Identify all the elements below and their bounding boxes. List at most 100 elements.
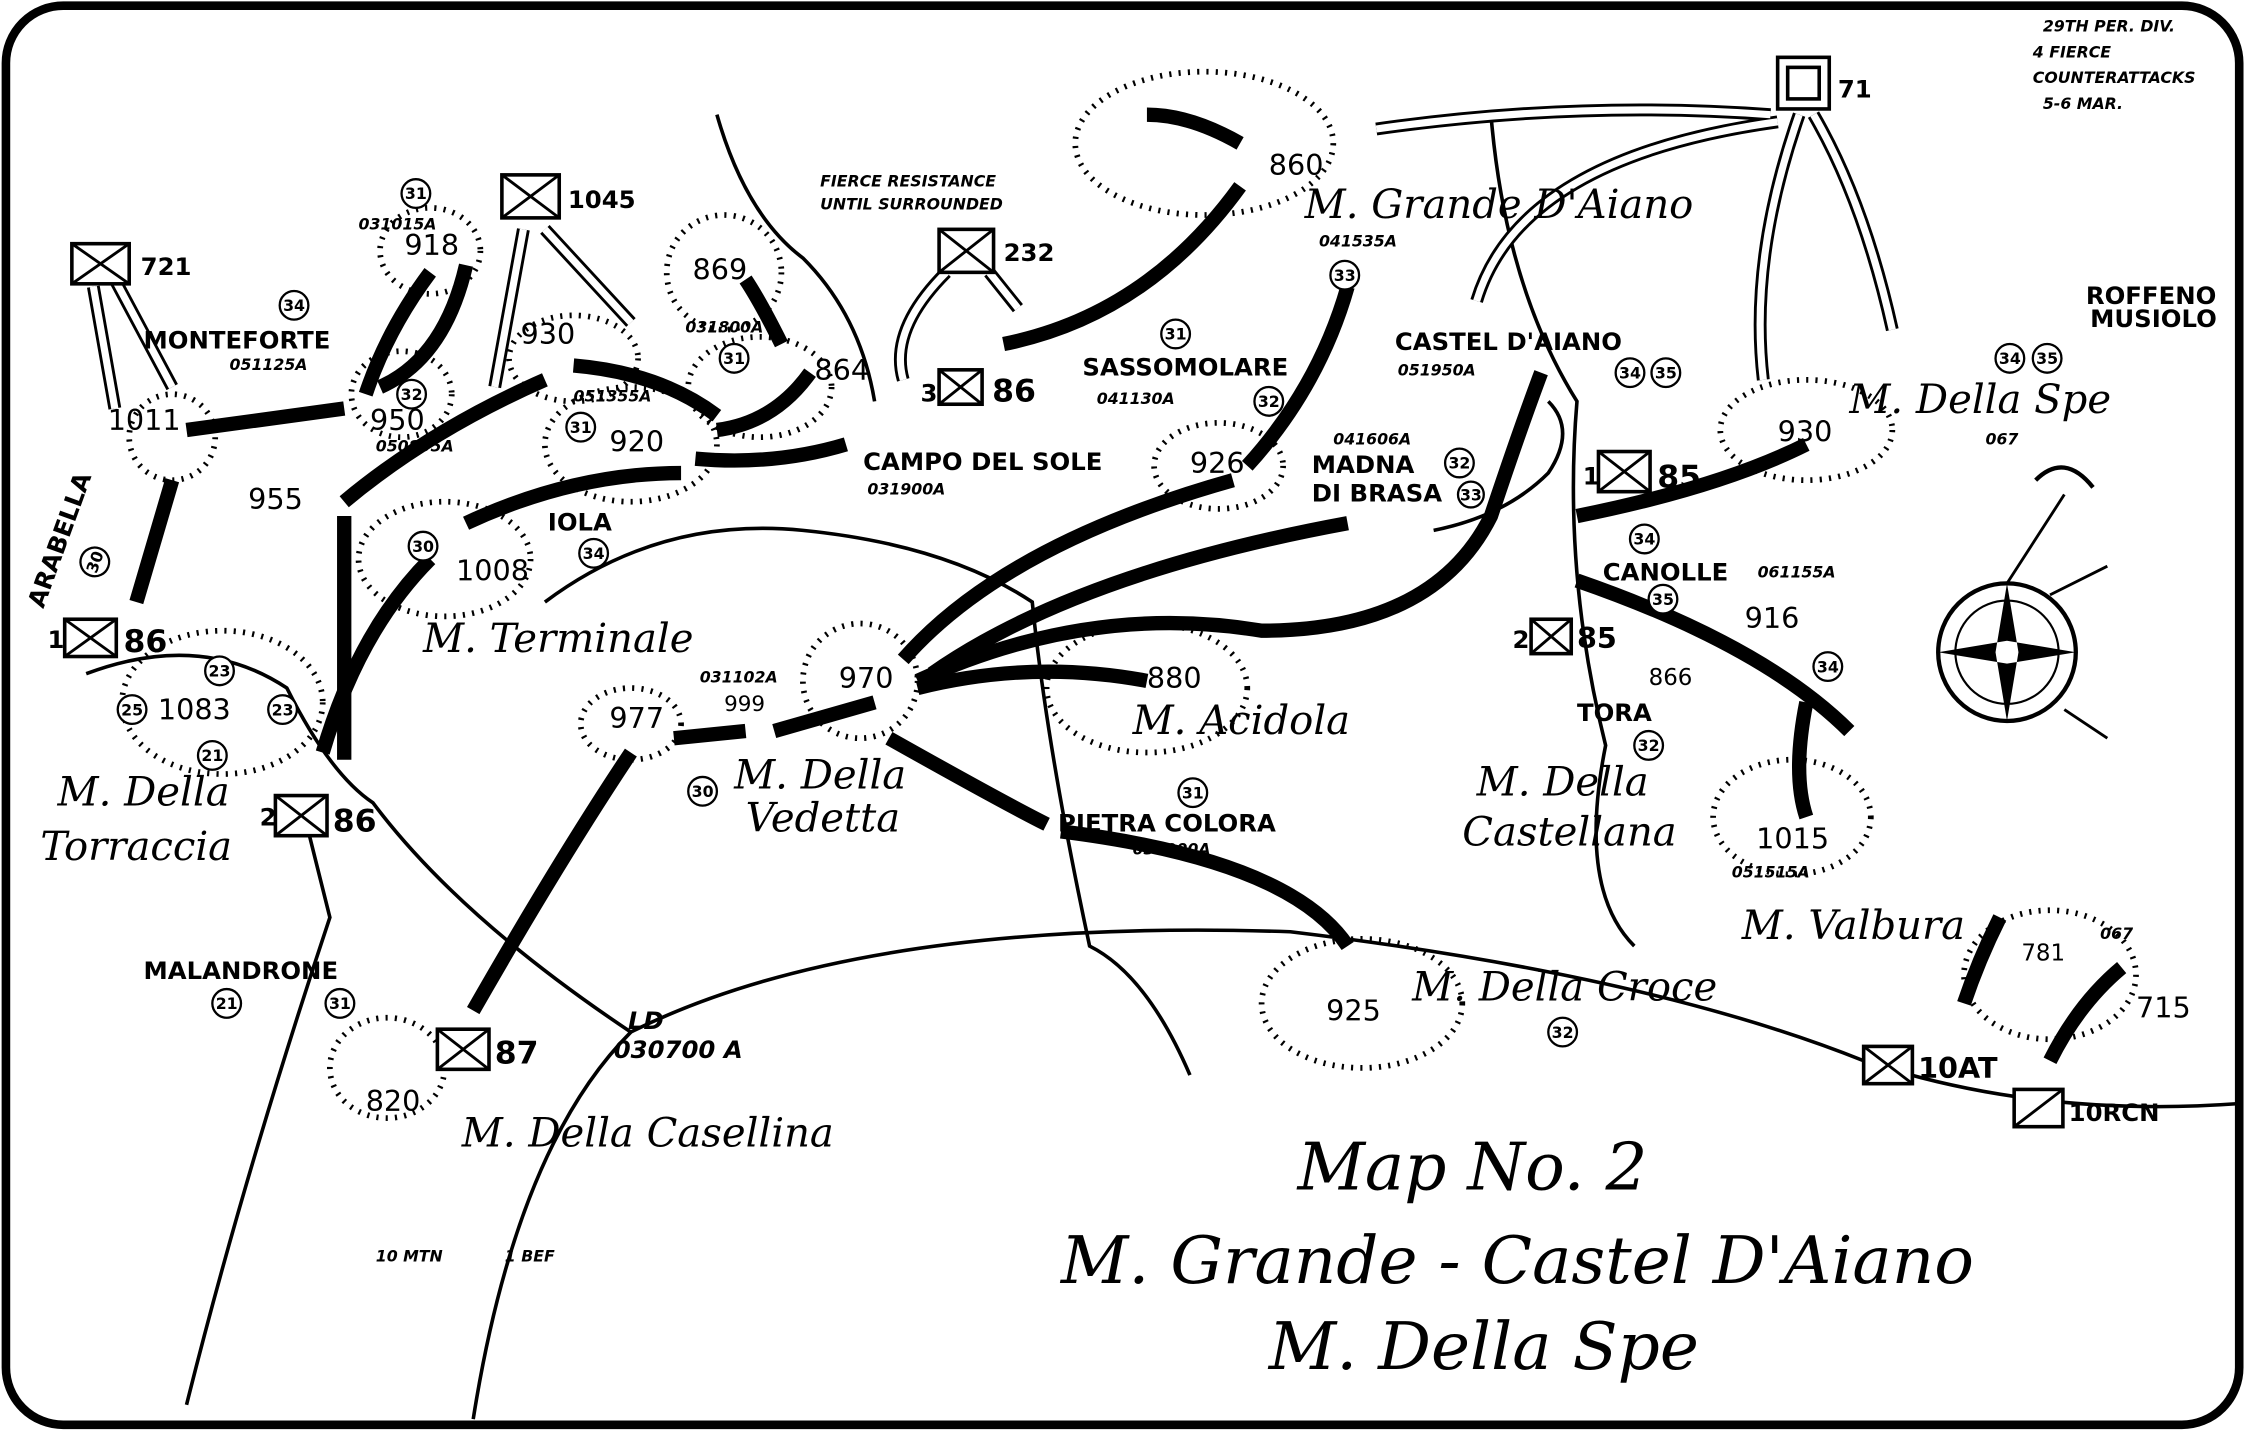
hill-contours: [119, 68, 2139, 1121]
boundary-label: 10 MTN: [376, 1246, 443, 1265]
unit-label: 721: [141, 252, 192, 281]
title-line: M. Grande - Castel D'Aiano: [1060, 1222, 1974, 1299]
regiment-number: 35: [1655, 363, 1677, 382]
place-names: MONTEFORTE 051125A M. Grande D'Aiano 041…: [22, 182, 2217, 1266]
time-label: 051355A: [574, 386, 652, 405]
hill-label: 918: [404, 228, 459, 262]
line-of-departure-label: LD: [628, 1006, 664, 1035]
time-label: 031900A: [1133, 839, 1211, 858]
unit-symbol-icon: [435, 1027, 491, 1072]
hill-times: 031015A 050855A 031800A 031102A 051515A …: [359, 214, 2134, 943]
unit-symbol-icon: [1861, 1044, 1915, 1086]
regiment-number: 21: [216, 994, 238, 1013]
hill-label: 869: [693, 253, 748, 287]
regiment-number: 23: [209, 662, 231, 681]
regiment-number: 30: [692, 782, 714, 801]
regiment-number: 31: [1165, 325, 1187, 344]
hill-label: 970: [839, 661, 894, 695]
place-pietra-colora: PIETRA COLORA: [1058, 808, 1276, 837]
unit-label: 87: [495, 1036, 539, 1072]
unit-label: 2: [1512, 625, 1529, 654]
unit-labels: 721 1045 232 3 86 1 85 2 85 1 86 2 86 87…: [47, 74, 2159, 1126]
time-label: 031015A: [359, 214, 437, 233]
time-label: 030700 A: [614, 1035, 743, 1064]
unit-label: 85: [1657, 459, 1701, 495]
resistance-note: UNTIL SURROUNDED: [820, 194, 1003, 213]
unit-symbol-icon: [937, 227, 996, 275]
place-m-della-torraccia: Torraccia: [40, 824, 232, 870]
unit-label: 1045: [568, 185, 636, 214]
place-canolle: CANOLLE: [1603, 558, 1729, 587]
map-title: Map No. 2 M. Grande - Castel D'Aiano M. …: [1060, 1129, 1974, 1385]
boundary-label: 1 BEF: [505, 1246, 555, 1265]
regiment-number: 32: [1448, 454, 1470, 473]
time-label: 041130A: [1097, 389, 1175, 408]
place-m-della-spe: M. Della Spe: [1848, 377, 2111, 423]
hill-label: 781: [2021, 940, 2065, 966]
title-line: M. Della Spe: [1268, 1308, 1699, 1385]
regiment-number: 34: [1633, 530, 1655, 549]
hill-label: 1015: [1756, 822, 1829, 856]
unit-label: 232: [1004, 238, 1055, 267]
regiment-number: 30: [412, 537, 434, 556]
regiment-number: 21: [201, 746, 223, 765]
unit-label: 85: [1577, 621, 1617, 655]
place-tora: TORA: [1577, 698, 1652, 727]
time-label: 061155A: [1758, 563, 1836, 582]
hill-label: 930: [1778, 414, 1833, 448]
regiment-number: 33: [1460, 485, 1482, 504]
enemy-note: 5-6 MAR.: [2043, 94, 2123, 113]
unit-label: 2: [260, 803, 277, 832]
place-roffeno-musiolo: ROFFENO: [2086, 281, 2216, 310]
regiment-number: 35: [1652, 590, 1674, 609]
regiment-number: 32: [401, 385, 423, 404]
unit-symbol-icon: [2012, 1087, 2065, 1129]
unit-symbol-icon: [273, 793, 329, 838]
place-m-della-vedetta: M. Della: [733, 752, 906, 798]
hill-label: 860: [1269, 148, 1324, 182]
place-m-della-croce: M. Della Croce: [1411, 965, 1717, 1011]
unit-label: 71: [1838, 74, 1872, 103]
unit-symbol-icon: [1596, 449, 1652, 494]
enemy-note: COUNTERATTACKS: [2033, 68, 2196, 87]
place-castel-daiano: CASTEL D'AIANO: [1395, 327, 1622, 356]
place-m-acidola: M. Acidola: [1132, 698, 1350, 744]
time-label: 067: [1985, 429, 2018, 448]
unit-symbol-icon: [70, 241, 131, 286]
time-label: 041535A: [1319, 232, 1397, 251]
regiment-number: 33: [1334, 266, 1356, 285]
unit-label: 1: [1583, 462, 1600, 491]
hill-label: 916: [1745, 601, 1800, 635]
place-campo-del-sole: CAMPO DEL SOLE: [863, 447, 1102, 476]
regiment-number: 25: [121, 700, 143, 719]
regiment-number: 32: [1638, 736, 1660, 755]
hill-label: 880: [1147, 661, 1202, 695]
time-label: 031102A: [700, 667, 778, 686]
place-m-grande-daiano: M. Grande D'Aiano: [1304, 182, 1694, 228]
units: [62, 55, 2065, 1129]
hill-label: 926: [1190, 446, 1245, 480]
place-madna-di-brasa: MADNA: [1312, 450, 1415, 479]
hill-label: 1011: [108, 403, 181, 437]
time-label: 031800A: [685, 318, 763, 337]
hill-label: 820: [366, 1084, 421, 1118]
hill-label: 1083: [158, 693, 231, 727]
time-label: 051950A: [1398, 361, 1476, 380]
regiment-number: 34: [283, 296, 305, 315]
hill-label: 925: [1326, 994, 1381, 1028]
regiment-number: 32: [1258, 392, 1280, 411]
hill-label: 977: [609, 701, 664, 735]
enemy-note: 29TH PER. DIV.: [2043, 17, 2175, 36]
regiment-markers: 31 34 32 31 31 30 34 30 23 25 23 21 31 2…: [79, 178, 2063, 1048]
hill-label: 1008: [456, 554, 529, 588]
time-label: 041606A: [1333, 429, 1411, 448]
time-label: 050855A: [376, 437, 454, 456]
unit-label: 86: [992, 373, 1036, 409]
place-m-della-casellina: M. Della Casellina: [461, 1111, 834, 1157]
resistance-note: FIERCE RESISTANCE: [820, 171, 996, 190]
regiment-number: 34: [1817, 657, 1839, 676]
unit-label: 10RCN: [2069, 1098, 2160, 1127]
place-madna-di-brasa: DI BRASA: [1312, 479, 1442, 508]
